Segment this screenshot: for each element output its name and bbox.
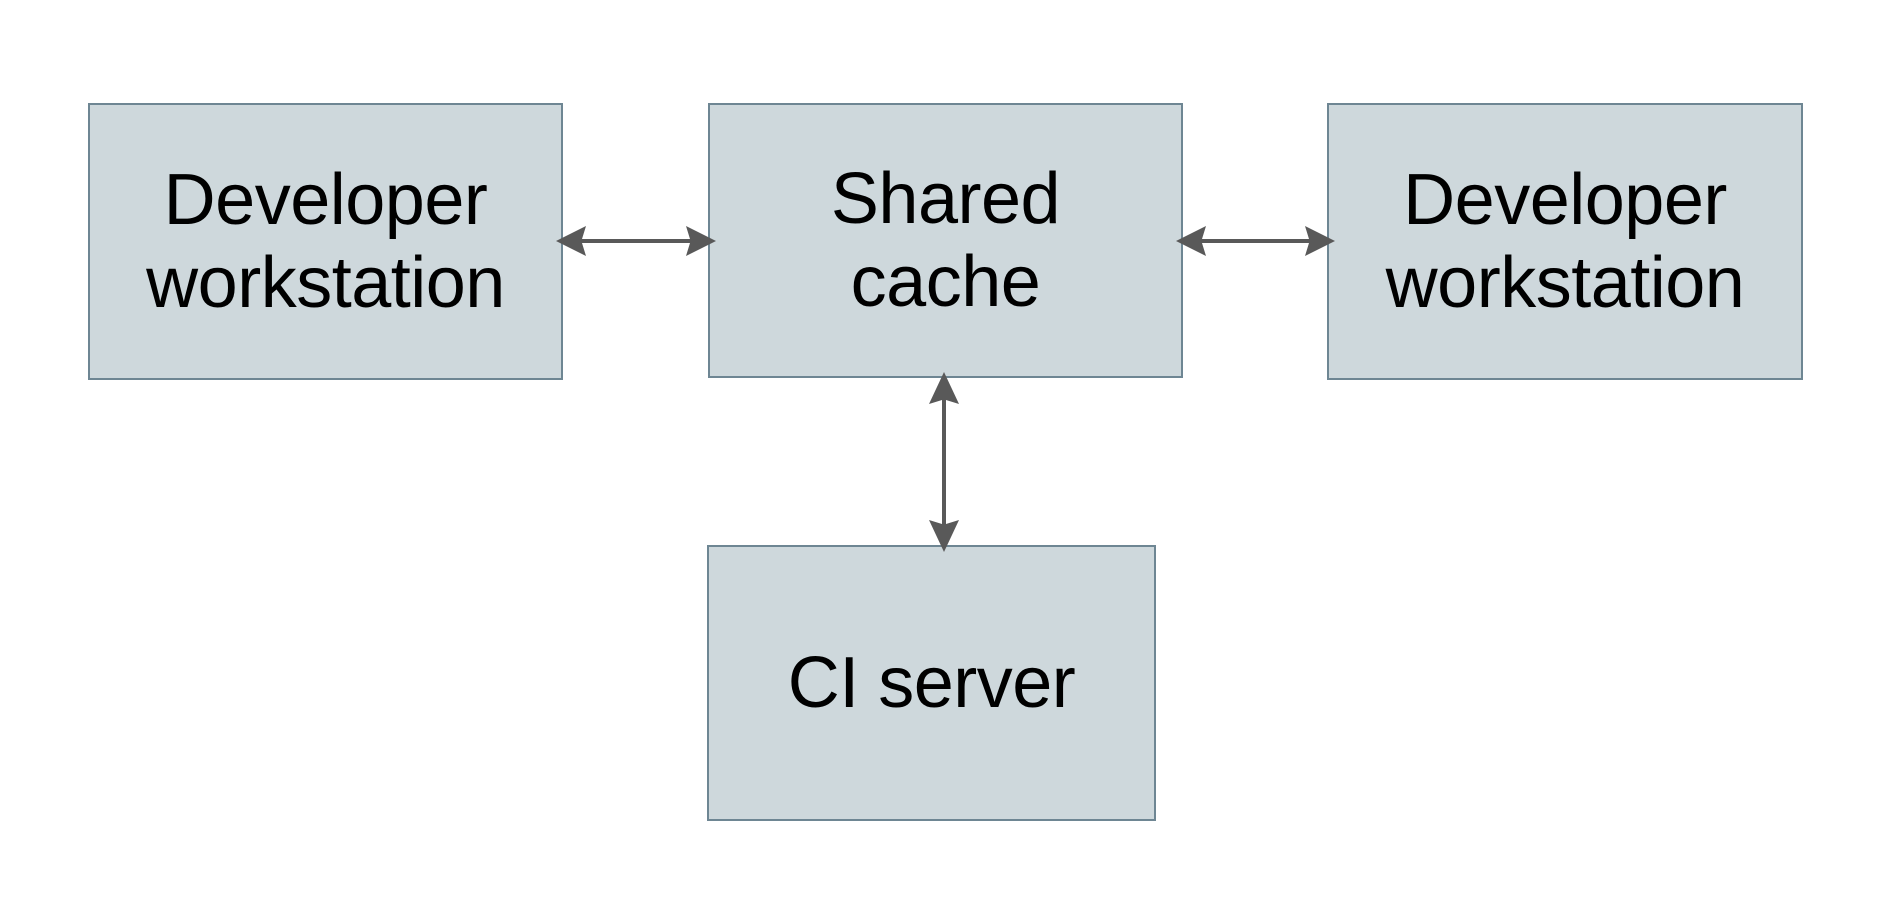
node-label: Developer workstation bbox=[146, 160, 505, 323]
double-arrow-horizontal-icon bbox=[556, 226, 716, 256]
edge-shared-cache-to-ci-server bbox=[929, 372, 959, 552]
node-label: Developer workstation bbox=[1385, 160, 1745, 323]
double-arrow-horizontal-icon bbox=[1176, 226, 1335, 256]
node-label: Shared cache bbox=[830, 159, 1061, 322]
edge-shared-cache-to-developer-workstation-right bbox=[1176, 226, 1335, 256]
node-label: CI server bbox=[787, 642, 1076, 723]
double-arrow-vertical-icon bbox=[929, 372, 959, 552]
edge-dev-left-to-shared-cache bbox=[556, 226, 716, 256]
node-developer-workstation-right[interactable]: Developer workstation bbox=[1327, 103, 1803, 380]
node-shared-cache[interactable]: Shared cache bbox=[708, 103, 1183, 378]
node-developer-workstation-left[interactable]: Developer workstation bbox=[88, 103, 563, 380]
node-ci-server[interactable]: CI server bbox=[707, 545, 1156, 821]
